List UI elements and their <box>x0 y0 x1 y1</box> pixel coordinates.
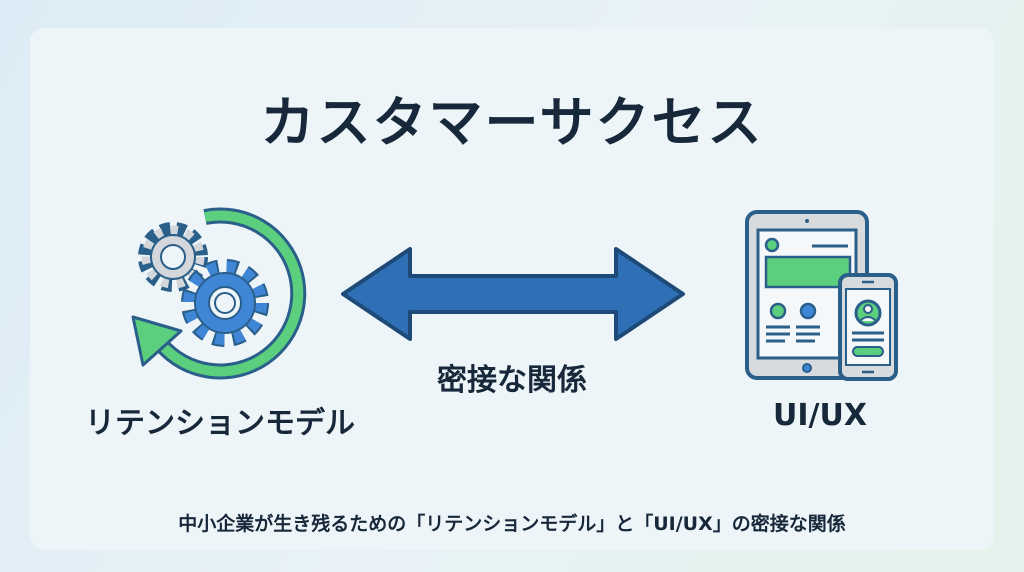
double-arrow-icon <box>341 247 685 341</box>
gears-cycle-icon <box>131 207 307 380</box>
tablet-phone-icon <box>745 210 898 381</box>
uiux-label: UI/UX <box>773 398 867 433</box>
caption: 中小企業が生き残るための「リテンションモデル」と「UI/UX」の密接な関係 <box>178 513 846 535</box>
relation-label: 密接な関係 <box>437 363 587 398</box>
retention-model-label: リテンションモデル <box>85 406 355 441</box>
page-title: カスタマーサクセス <box>260 91 764 154</box>
